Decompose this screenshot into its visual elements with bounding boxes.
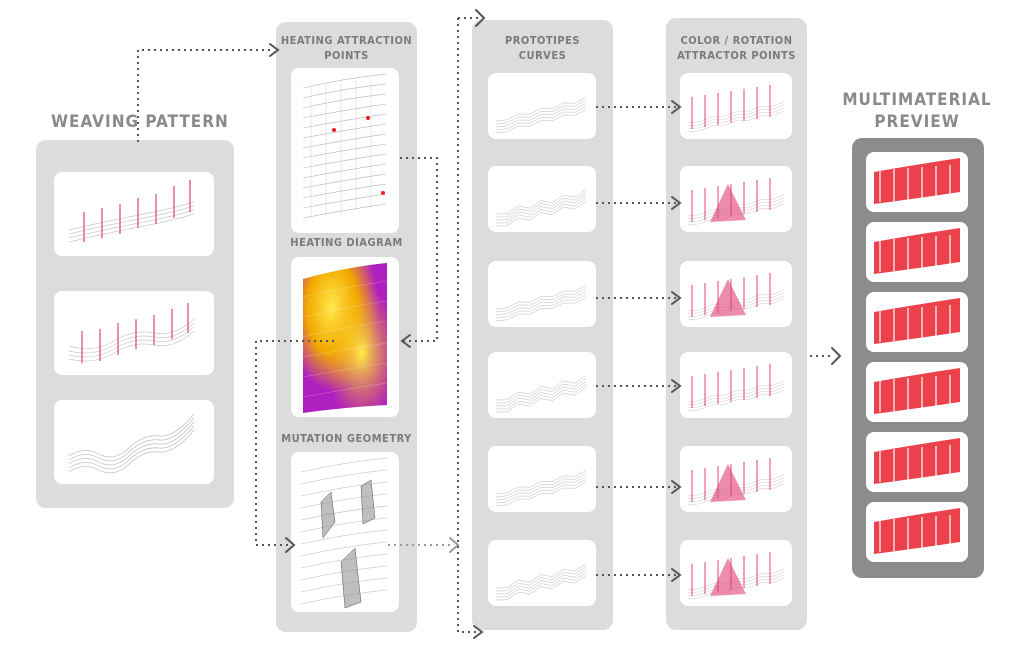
prototipe-card-2 <box>488 166 596 232</box>
woven-strip <box>495 288 587 313</box>
woven-strip <box>495 97 587 122</box>
woven-strip <box>495 473 587 498</box>
woven-strip <box>495 297 587 322</box>
prototipe-card-1 <box>488 73 596 139</box>
prototipe-card-4 <box>488 352 596 418</box>
prototipe-card-6 <box>488 540 596 606</box>
woven-strip <box>495 294 587 319</box>
woven-strip <box>495 103 587 128</box>
color-rotation-title-1: COLOR / ROTATION <box>680 34 793 47</box>
weaving-pattern-title: WEAVING PATTERN <box>51 112 229 132</box>
weaving-card-2 <box>54 291 214 375</box>
mutation-card <box>291 452 399 612</box>
color-rotation-title-2: ATTRACTOR POINTS <box>677 49 796 62</box>
woven-strip <box>495 476 587 501</box>
multimaterial-title-2: PREVIEW <box>874 112 960 132</box>
red-volume <box>874 158 960 204</box>
red-volume <box>874 298 960 344</box>
red-volume <box>874 368 960 414</box>
woven-strip <box>495 479 587 504</box>
woven-strip <box>495 192 587 218</box>
woven-strip <box>687 104 785 127</box>
woven-strip <box>495 109 587 134</box>
woven-strip <box>495 106 587 131</box>
woven-strip <box>687 389 785 412</box>
weaving-sketch-1 <box>68 180 195 243</box>
woven-strip <box>495 381 587 407</box>
prototipes-title-2: CURVES <box>518 49 567 62</box>
prototipe-card-3 <box>488 261 596 327</box>
arrow-top-down <box>457 18 476 633</box>
attractor-peak <box>710 279 746 317</box>
woven-strip <box>687 101 785 124</box>
woven-strip <box>495 566 587 592</box>
woven-strip <box>495 378 587 404</box>
heating-attraction-sketch <box>302 73 387 219</box>
attractor-peak <box>710 558 746 596</box>
woven-strip <box>687 380 785 403</box>
red-volume <box>874 228 960 274</box>
multimaterial-title-1: MULTIMATERIAL <box>842 90 992 110</box>
woven-strip <box>495 572 587 598</box>
arrow-diagram-to-mutation <box>255 340 334 546</box>
woven-strip <box>687 386 785 409</box>
weaving-sketch-3 <box>68 413 195 474</box>
red-volume <box>874 508 960 554</box>
heating-attraction-card <box>291 68 399 233</box>
woven-strip <box>495 575 587 601</box>
woven-strip <box>495 569 587 595</box>
attractor-peak <box>710 464 746 502</box>
weaving-sketch-2 <box>68 303 195 363</box>
weaving-card-1 <box>54 172 214 256</box>
woven-strip <box>495 291 587 316</box>
woven-strip <box>495 470 587 495</box>
woven-strip <box>495 195 587 221</box>
arrow-heating-loop <box>400 157 438 342</box>
woven-strip <box>687 383 785 406</box>
mutation-sketch <box>300 457 388 609</box>
woven-strip <box>495 198 587 224</box>
woven-strip <box>495 387 587 413</box>
woven-strip <box>687 110 785 133</box>
heating-diagram-title: HEATING DIAGRAM <box>290 236 403 249</box>
woven-strip <box>495 375 587 401</box>
weaving-card-3 <box>54 400 214 484</box>
heating-diagram-card <box>291 257 399 417</box>
prototipes-title-1: PROTOTIPES <box>504 34 581 47</box>
woven-strip <box>495 100 587 125</box>
heating-attraction-title-2: POINTS <box>324 49 369 62</box>
attractor-peak <box>710 184 746 222</box>
woven-strip <box>495 482 587 507</box>
heating-attraction-title-1: HEATING ATTRACTION <box>280 34 413 47</box>
woven-strip <box>495 563 587 589</box>
woven-strip <box>687 107 785 130</box>
prototipe-card-5 <box>488 446 596 512</box>
woven-strip <box>495 189 587 215</box>
woven-strip <box>495 384 587 410</box>
heating-diagram-sketch <box>302 263 388 413</box>
red-volume <box>874 438 960 484</box>
mutation-geometry-title: MUTATION GEOMETRY <box>281 432 412 445</box>
woven-strip <box>495 201 587 227</box>
woven-strip <box>495 285 587 310</box>
arrow-weaving-to-heating <box>137 49 272 142</box>
